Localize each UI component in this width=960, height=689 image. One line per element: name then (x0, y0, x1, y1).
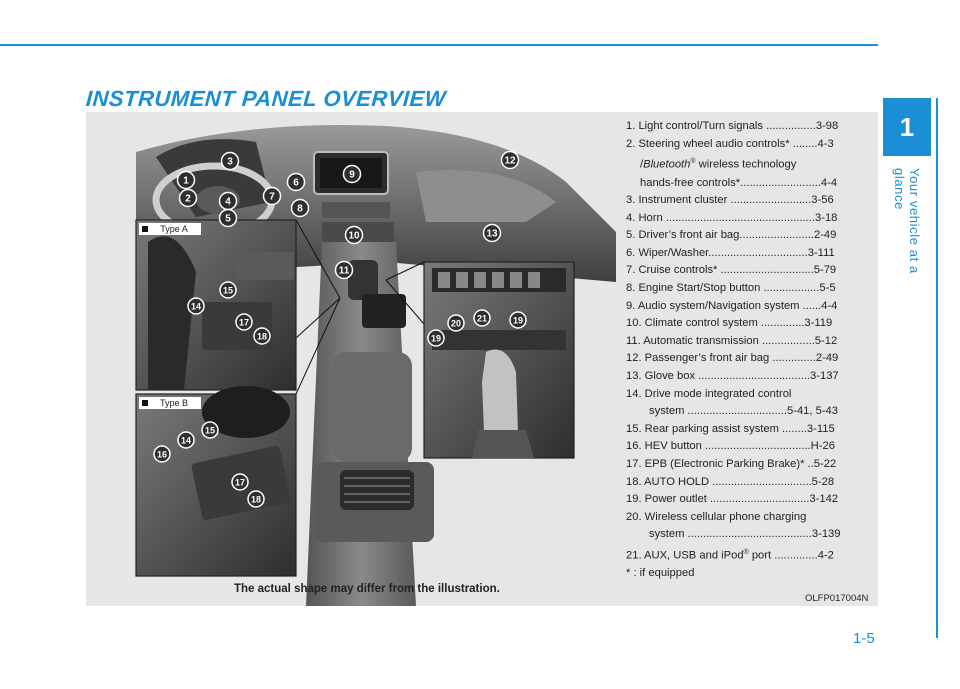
callout-b-15: 15 (201, 421, 219, 439)
callout-a-15: 15 (219, 281, 237, 299)
legend-item-1: 1. Light control/Turn signals ..........… (626, 120, 839, 132)
legend-item-20-line2: system .................................… (649, 528, 841, 541)
legend-item-8: 8. Engine Start/Stop button ............… (626, 282, 836, 295)
callout-c-19a: 19 (427, 329, 445, 347)
legend-item-3: 3. Instrument cluster ..................… (626, 194, 834, 207)
callout-c-21: 21 (473, 309, 491, 327)
svg-text:9: 9 (349, 170, 355, 181)
callout-11: 11 (334, 260, 354, 280)
callout-8: 8 (290, 198, 310, 218)
legend-item-2: 2. Steering wheel audio controls* ......… (626, 137, 834, 150)
page-number: 1-5 (853, 630, 875, 647)
callout-b-17: 17 (231, 473, 249, 491)
svg-text:8: 8 (297, 204, 303, 215)
legend-item-14-line2: system ................................5… (649, 405, 839, 418)
svg-text:5: 5 (225, 214, 231, 225)
legend-item-15: 15. Rear parking assist system ........3… (626, 422, 835, 435)
callout-13: 13 (482, 223, 502, 243)
inset-gear-area (423, 261, 575, 459)
figure-code: OLFP017004N (805, 593, 869, 604)
legend-item-14: 14. Drive mode integrated control (626, 387, 792, 400)
svg-text:10: 10 (348, 231, 360, 242)
legend-item-6: 6. Wiper/Washer.........................… (626, 246, 835, 259)
svg-text:20: 20 (451, 319, 461, 329)
legend-item-13: 13. Glove box ..........................… (626, 370, 839, 383)
callout-3: 3 (220, 151, 240, 171)
svg-text:14: 14 (181, 436, 191, 446)
component-legend: 1. Light control/Turn signals ..........… (626, 118, 866, 583)
type-a-label: Type A (160, 224, 188, 234)
legend-note: * : if equipped (626, 567, 695, 580)
svg-text:19: 19 (431, 334, 441, 344)
callout-4: 4 (218, 191, 238, 211)
svg-text:2: 2 (185, 194, 191, 205)
callout-a-14: 14 (187, 297, 205, 315)
legend-item-20: 20. Wireless cellular phone charging (626, 510, 807, 523)
svg-text:15: 15 (223, 286, 233, 296)
svg-text:15: 15 (205, 426, 215, 436)
legend-item-12: 12. Passenger’s front air bag ..........… (626, 352, 839, 365)
callout-a-17: 17 (235, 313, 253, 331)
svg-text:18: 18 (251, 495, 261, 505)
legend-item-9: 9. Audio system/Navigation system ......… (626, 299, 838, 312)
svg-text:13: 13 (486, 229, 498, 240)
armrest (332, 352, 412, 462)
legend-item-17: 17. EPB (Electronic Parking Brake)* ..5-… (626, 458, 837, 471)
callout-1: 1 (176, 170, 196, 190)
legend-item-19: 19. Power outlet .......................… (626, 493, 839, 506)
svg-text:11: 11 (339, 266, 350, 277)
svg-text:16: 16 (157, 450, 167, 460)
callout-c-19b: 19 (509, 311, 527, 329)
svg-text:17: 17 (235, 478, 245, 488)
svg-text:7: 7 (269, 192, 275, 203)
callout-b-16: 16 (153, 445, 171, 463)
svg-text:18: 18 (257, 332, 267, 342)
chapter-tab[interactable]: 1 (883, 98, 931, 156)
svg-text:17: 17 (239, 318, 249, 328)
callout-2: 2 (178, 188, 198, 208)
callout-b-14: 14 (177, 431, 195, 449)
svg-text:1: 1 (183, 176, 189, 187)
dashboard-drawing: 1 2 3 4 5 6 7 8 9 10 11 12 13 Type A 14 … (135, 125, 616, 606)
legend-item-16: 16. HEV button .........................… (626, 440, 835, 453)
instrument-panel-illustration: 1 2 3 4 5 6 7 8 9 10 11 12 13 Type A 14 … (86, 112, 616, 606)
page-title: INSTRUMENT PANEL OVERVIEW (85, 86, 447, 111)
legend-item-5: 5. Driver’s front air bag...............… (626, 229, 837, 242)
svg-text:21: 21 (477, 314, 487, 324)
rear-vent (340, 470, 414, 510)
svg-text:14: 14 (191, 302, 201, 312)
svg-text:6: 6 (293, 178, 299, 189)
inset-type-b (135, 386, 297, 577)
callout-group: 1 2 3 4 5 6 7 8 9 10 11 12 13 (176, 150, 520, 280)
legend-item-21: 21. AUX, USB and iPod® port ............… (626, 548, 834, 562)
legend-item-7: 7. Cruise controls* ....................… (626, 264, 837, 277)
svg-text:19: 19 (513, 316, 523, 326)
legend-item-11: 11. Automatic transmission .............… (626, 334, 838, 347)
callout-c-20: 20 (447, 314, 465, 332)
svg-text:3: 3 (227, 157, 233, 168)
legend-item-2-line2: /Bluetooth® wireless technology (640, 158, 797, 171)
inset-type-a (135, 219, 297, 391)
callout-9: 9 (342, 164, 362, 184)
sidebar-divider (936, 98, 938, 638)
legend-item-4: 4. Horn ................................… (626, 211, 838, 224)
callout-a-18: 18 (253, 327, 271, 345)
callout-10: 10 (344, 225, 364, 245)
illustration-caption: The actual shape may differ from the ill… (234, 583, 500, 595)
callout-b-18: 18 (247, 490, 265, 508)
svg-text:12: 12 (504, 156, 516, 167)
svg-text:4: 4 (225, 197, 231, 208)
legend-item-18: 18. AUTO HOLD ..........................… (626, 475, 835, 488)
chapter-title: Your vehicle at a glance (892, 168, 922, 274)
top-rule (0, 44, 878, 46)
legend-item-2-line3: hands-free controls*....................… (640, 176, 838, 189)
callout-6: 6 (286, 172, 306, 192)
legend-item-10: 10. Climate control system .............… (626, 317, 833, 330)
callout-5: 5 (218, 208, 238, 228)
type-b-label: Type B (160, 398, 188, 408)
callout-12: 12 (500, 150, 520, 170)
callout-7: 7 (262, 186, 282, 206)
